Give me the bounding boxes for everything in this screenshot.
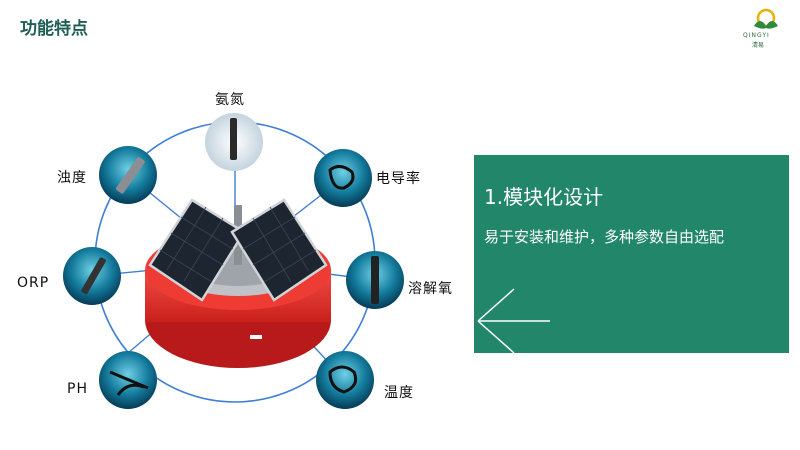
logo-subtext: 清易	[752, 42, 765, 49]
feature-description: 易于安装和维护，多种参数自由选配	[484, 228, 725, 246]
logo-text: QINGYI	[743, 32, 770, 39]
feature-title: 1.模块化设计	[484, 185, 604, 209]
label-orp: ORP	[17, 275, 50, 291]
label-conductivity: 电导率	[376, 171, 421, 187]
sensor-node-conductivity	[314, 149, 372, 207]
page-title: 功能特点	[20, 19, 88, 39]
buoy-image	[145, 198, 331, 368]
sensor-node-turbidity	[99, 146, 157, 204]
label-ammonia: 氨氮	[215, 92, 245, 108]
label-turbidity: 浊度	[57, 170, 87, 186]
logo-icon	[754, 8, 778, 29]
label-temperature: 温度	[384, 385, 414, 401]
sensor-node-temperature	[316, 351, 374, 409]
arrow-left-icon	[477, 288, 550, 354]
sensor-node-orp	[63, 247, 121, 305]
feature-card: 1.模块化设计 易于安装和维护，多种参数自由选配	[474, 155, 789, 354]
sensor-node-ph	[99, 351, 157, 409]
label-ph: PH	[67, 381, 88, 397]
sensor-node-dissolved-oxygen	[346, 251, 404, 309]
label-dissolved-oxygen: 溶解氧	[408, 281, 453, 297]
sensor-node-ammonia	[205, 113, 263, 171]
